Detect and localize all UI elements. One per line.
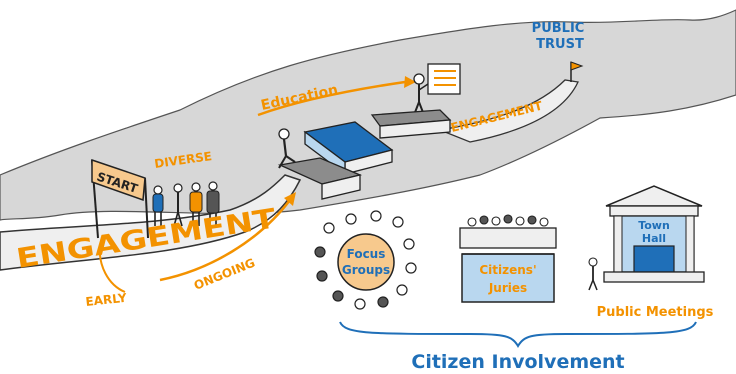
presentation-board-icon bbox=[427, 63, 461, 95]
person-gray bbox=[173, 183, 183, 227]
book-step-top bbox=[370, 109, 452, 139]
public-trust-line2: TRUST bbox=[536, 37, 584, 52]
citizen-involvement-brace bbox=[339, 321, 697, 348]
person-orange bbox=[189, 182, 203, 226]
upper-road bbox=[437, 79, 579, 143]
jury-box-front bbox=[461, 253, 555, 303]
town-hall-steps bbox=[603, 271, 705, 283]
person-dark bbox=[206, 181, 220, 226]
ongoing-arrowhead-icon bbox=[284, 192, 296, 206]
citizens-juries-line2: Juries bbox=[488, 281, 527, 295]
climber-figure bbox=[278, 128, 296, 169]
town-hall-column-right bbox=[685, 215, 695, 273]
diverse-people-group bbox=[152, 181, 220, 227]
town-hall-roof bbox=[605, 185, 703, 207]
town-hall-section: Town Hall bbox=[588, 185, 705, 291]
start-post-right bbox=[144, 177, 149, 239]
town-hall-line1: Town bbox=[638, 219, 670, 232]
education-arrowhead-icon bbox=[404, 76, 416, 88]
focus-groups-section: Focus Groups bbox=[314, 210, 417, 310]
citizens-juries-section: Citizens' Juries bbox=[459, 214, 557, 303]
public-trust-line1: PUBLIC bbox=[532, 21, 585, 36]
town-hall-line2: Hall bbox=[642, 232, 666, 245]
ongoing-label: ONGOING bbox=[192, 256, 257, 293]
person-blue bbox=[152, 185, 164, 226]
focus-group-people bbox=[314, 210, 417, 310]
focus-groups-line1: Focus bbox=[347, 247, 386, 261]
focus-groups-line2: Groups bbox=[342, 263, 390, 277]
jury-box-back bbox=[459, 227, 557, 249]
early-arrow bbox=[98, 244, 126, 293]
peak-flag-icon bbox=[570, 61, 584, 71]
start-banner bbox=[91, 158, 146, 202]
education-arrow bbox=[257, 80, 406, 117]
town-hall-frieze bbox=[609, 205, 699, 217]
book-step-bottom bbox=[277, 157, 363, 200]
town-hall-door bbox=[633, 245, 675, 273]
engagement-road bbox=[0, 174, 302, 271]
citizens-juries-line1: Citizens' bbox=[479, 263, 536, 277]
citizen-involvement-label: Citizen Involvement bbox=[411, 351, 624, 373]
town-hall-visitors bbox=[588, 257, 598, 291]
town-hall-column-left bbox=[613, 215, 623, 273]
public-meetings-label: Public Meetings bbox=[597, 305, 714, 320]
focus-groups-circle bbox=[337, 233, 395, 291]
ongoing-arrow bbox=[159, 199, 291, 282]
early-label: EARLY bbox=[85, 291, 128, 309]
